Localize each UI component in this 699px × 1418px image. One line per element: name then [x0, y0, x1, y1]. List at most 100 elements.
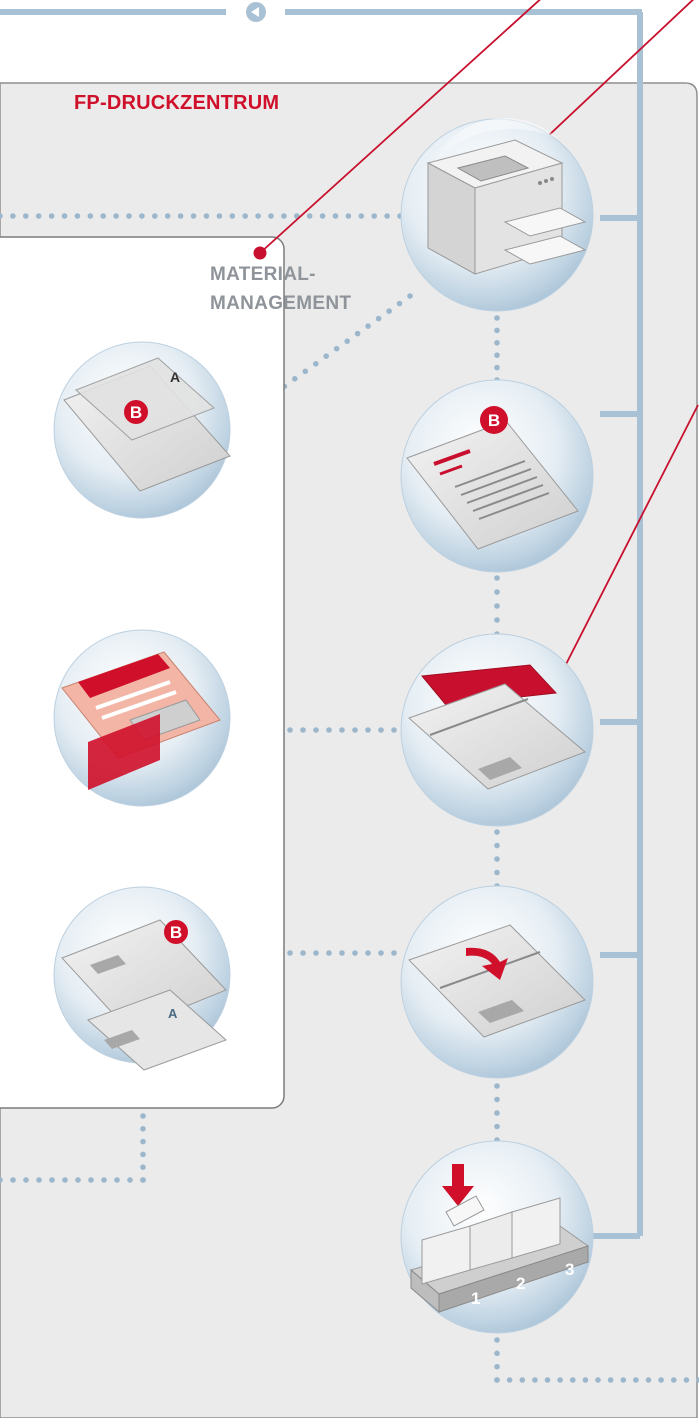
- brand-logo-a-sheet: A: [170, 369, 180, 385]
- connector-dot: [49, 213, 55, 219]
- connector-dot: [165, 213, 171, 219]
- connector-dot: [313, 950, 319, 956]
- connector-dot: [494, 829, 500, 835]
- connector-dot: [583, 1377, 589, 1383]
- connector-dot: [494, 870, 500, 876]
- connector-dot: [520, 1377, 526, 1383]
- material-management-title-line2: MANAGEMENT: [210, 289, 351, 318]
- connector-dot: [608, 1377, 614, 1383]
- connector-dot: [334, 346, 340, 352]
- connector-dot: [140, 1139, 146, 1145]
- connector-dot: [557, 1377, 563, 1383]
- connector-dot: [292, 376, 298, 382]
- connector-dot: [378, 727, 384, 733]
- connector-dot: [287, 727, 293, 733]
- connector-dot: [88, 1177, 94, 1183]
- connector-dot: [494, 1377, 500, 1383]
- connector-dot: [126, 213, 132, 219]
- connector-dot: [365, 950, 371, 956]
- printer-bubble[interactable]: [401, 118, 593, 311]
- brochure-bubble[interactable]: [54, 630, 230, 806]
- connector-dot: [323, 353, 329, 359]
- brand-logo-b-envelope: B: [170, 923, 182, 942]
- connector-dot: [326, 727, 332, 733]
- connector-dot: [545, 1377, 551, 1383]
- connector-dot: [255, 213, 261, 219]
- material-management-title-line1: MATERIAL-: [210, 260, 351, 289]
- connector-dot: [494, 617, 500, 623]
- connector-dot: [646, 1377, 652, 1383]
- brand-logo-b-sheet: B: [130, 403, 142, 422]
- connector-dot: [352, 727, 358, 733]
- sheets-bubble[interactable]: B A: [54, 342, 230, 518]
- connector-dot: [494, 1351, 500, 1357]
- connector-dot: [344, 338, 350, 344]
- connector-dot: [671, 1377, 677, 1383]
- connector-dot: [346, 213, 352, 219]
- connector-dot: [114, 1177, 120, 1183]
- connector-dot: [88, 213, 94, 219]
- sorting-bubble[interactable]: 1 2 3: [401, 1141, 593, 1333]
- connector-dot: [140, 1152, 146, 1158]
- connector-dot: [307, 213, 313, 219]
- connector-dot: [10, 213, 16, 219]
- connector-dot: [494, 1364, 500, 1370]
- connector-dot: [152, 213, 158, 219]
- connector-dot: [494, 575, 500, 581]
- connector-dot: [494, 1124, 500, 1130]
- envelope-bubble[interactable]: [401, 634, 593, 826]
- connector-dot: [127, 1177, 133, 1183]
- connector-dot: [326, 950, 332, 956]
- connector-dot: [494, 843, 500, 849]
- connector-dot: [140, 1177, 146, 1183]
- connector-dot: [407, 293, 413, 299]
- connector-dot: [287, 950, 293, 956]
- letter-bubble[interactable]: B: [401, 380, 593, 572]
- connector-dot: [333, 213, 339, 219]
- connector-dot: [621, 1377, 627, 1383]
- brand-logo-a-envelope: A: [168, 1006, 178, 1021]
- connector-dot: [658, 1377, 664, 1383]
- connector-dot: [595, 1377, 601, 1383]
- connector-dot: [36, 1177, 42, 1183]
- connector-dot: [378, 950, 384, 956]
- connector-dot: [684, 1377, 690, 1383]
- connector-dot: [494, 1110, 500, 1116]
- connector-dot: [384, 213, 390, 219]
- connector-dot: [217, 213, 223, 219]
- connector-dot: [494, 589, 500, 595]
- connector-dot: [268, 213, 274, 219]
- connector-dot: [365, 727, 371, 733]
- connector-dot: [494, 365, 500, 371]
- connector-dot: [62, 1177, 68, 1183]
- connector-dot: [339, 950, 345, 956]
- connector-dot: [140, 1164, 146, 1170]
- connector-dot: [313, 727, 319, 733]
- connector-dot: [204, 213, 210, 219]
- connector-dot: [494, 603, 500, 609]
- connector-dot: [570, 1377, 576, 1383]
- page-title: FP-DRUCKZENTRUM: [74, 92, 279, 115]
- connector-dot: [23, 1177, 29, 1183]
- connector-dot: [300, 950, 306, 956]
- connector-dot: [371, 213, 377, 219]
- connector-dot: [300, 727, 306, 733]
- connector-dot: [391, 950, 397, 956]
- connector-dot: [139, 213, 145, 219]
- connector-dot: [494, 1097, 500, 1103]
- insert-bubble[interactable]: [401, 886, 593, 1078]
- connector-dot: [230, 213, 236, 219]
- connector-dot: [10, 1177, 16, 1183]
- bin-label-2: 2: [516, 1274, 525, 1293]
- connector-dot: [365, 323, 371, 329]
- connector-dot: [494, 340, 500, 346]
- material-management-title: MATERIAL- MANAGEMENT: [210, 260, 351, 318]
- connector-dot: [494, 1083, 500, 1089]
- connector-dot: [397, 301, 403, 307]
- connector-dot: [191, 213, 197, 219]
- connector-dot: [75, 213, 81, 219]
- connector-dot: [178, 213, 184, 219]
- back-arrow-icon[interactable]: [246, 2, 266, 22]
- brand-logo-b: B: [488, 411, 500, 430]
- connector-dot: [101, 1177, 107, 1183]
